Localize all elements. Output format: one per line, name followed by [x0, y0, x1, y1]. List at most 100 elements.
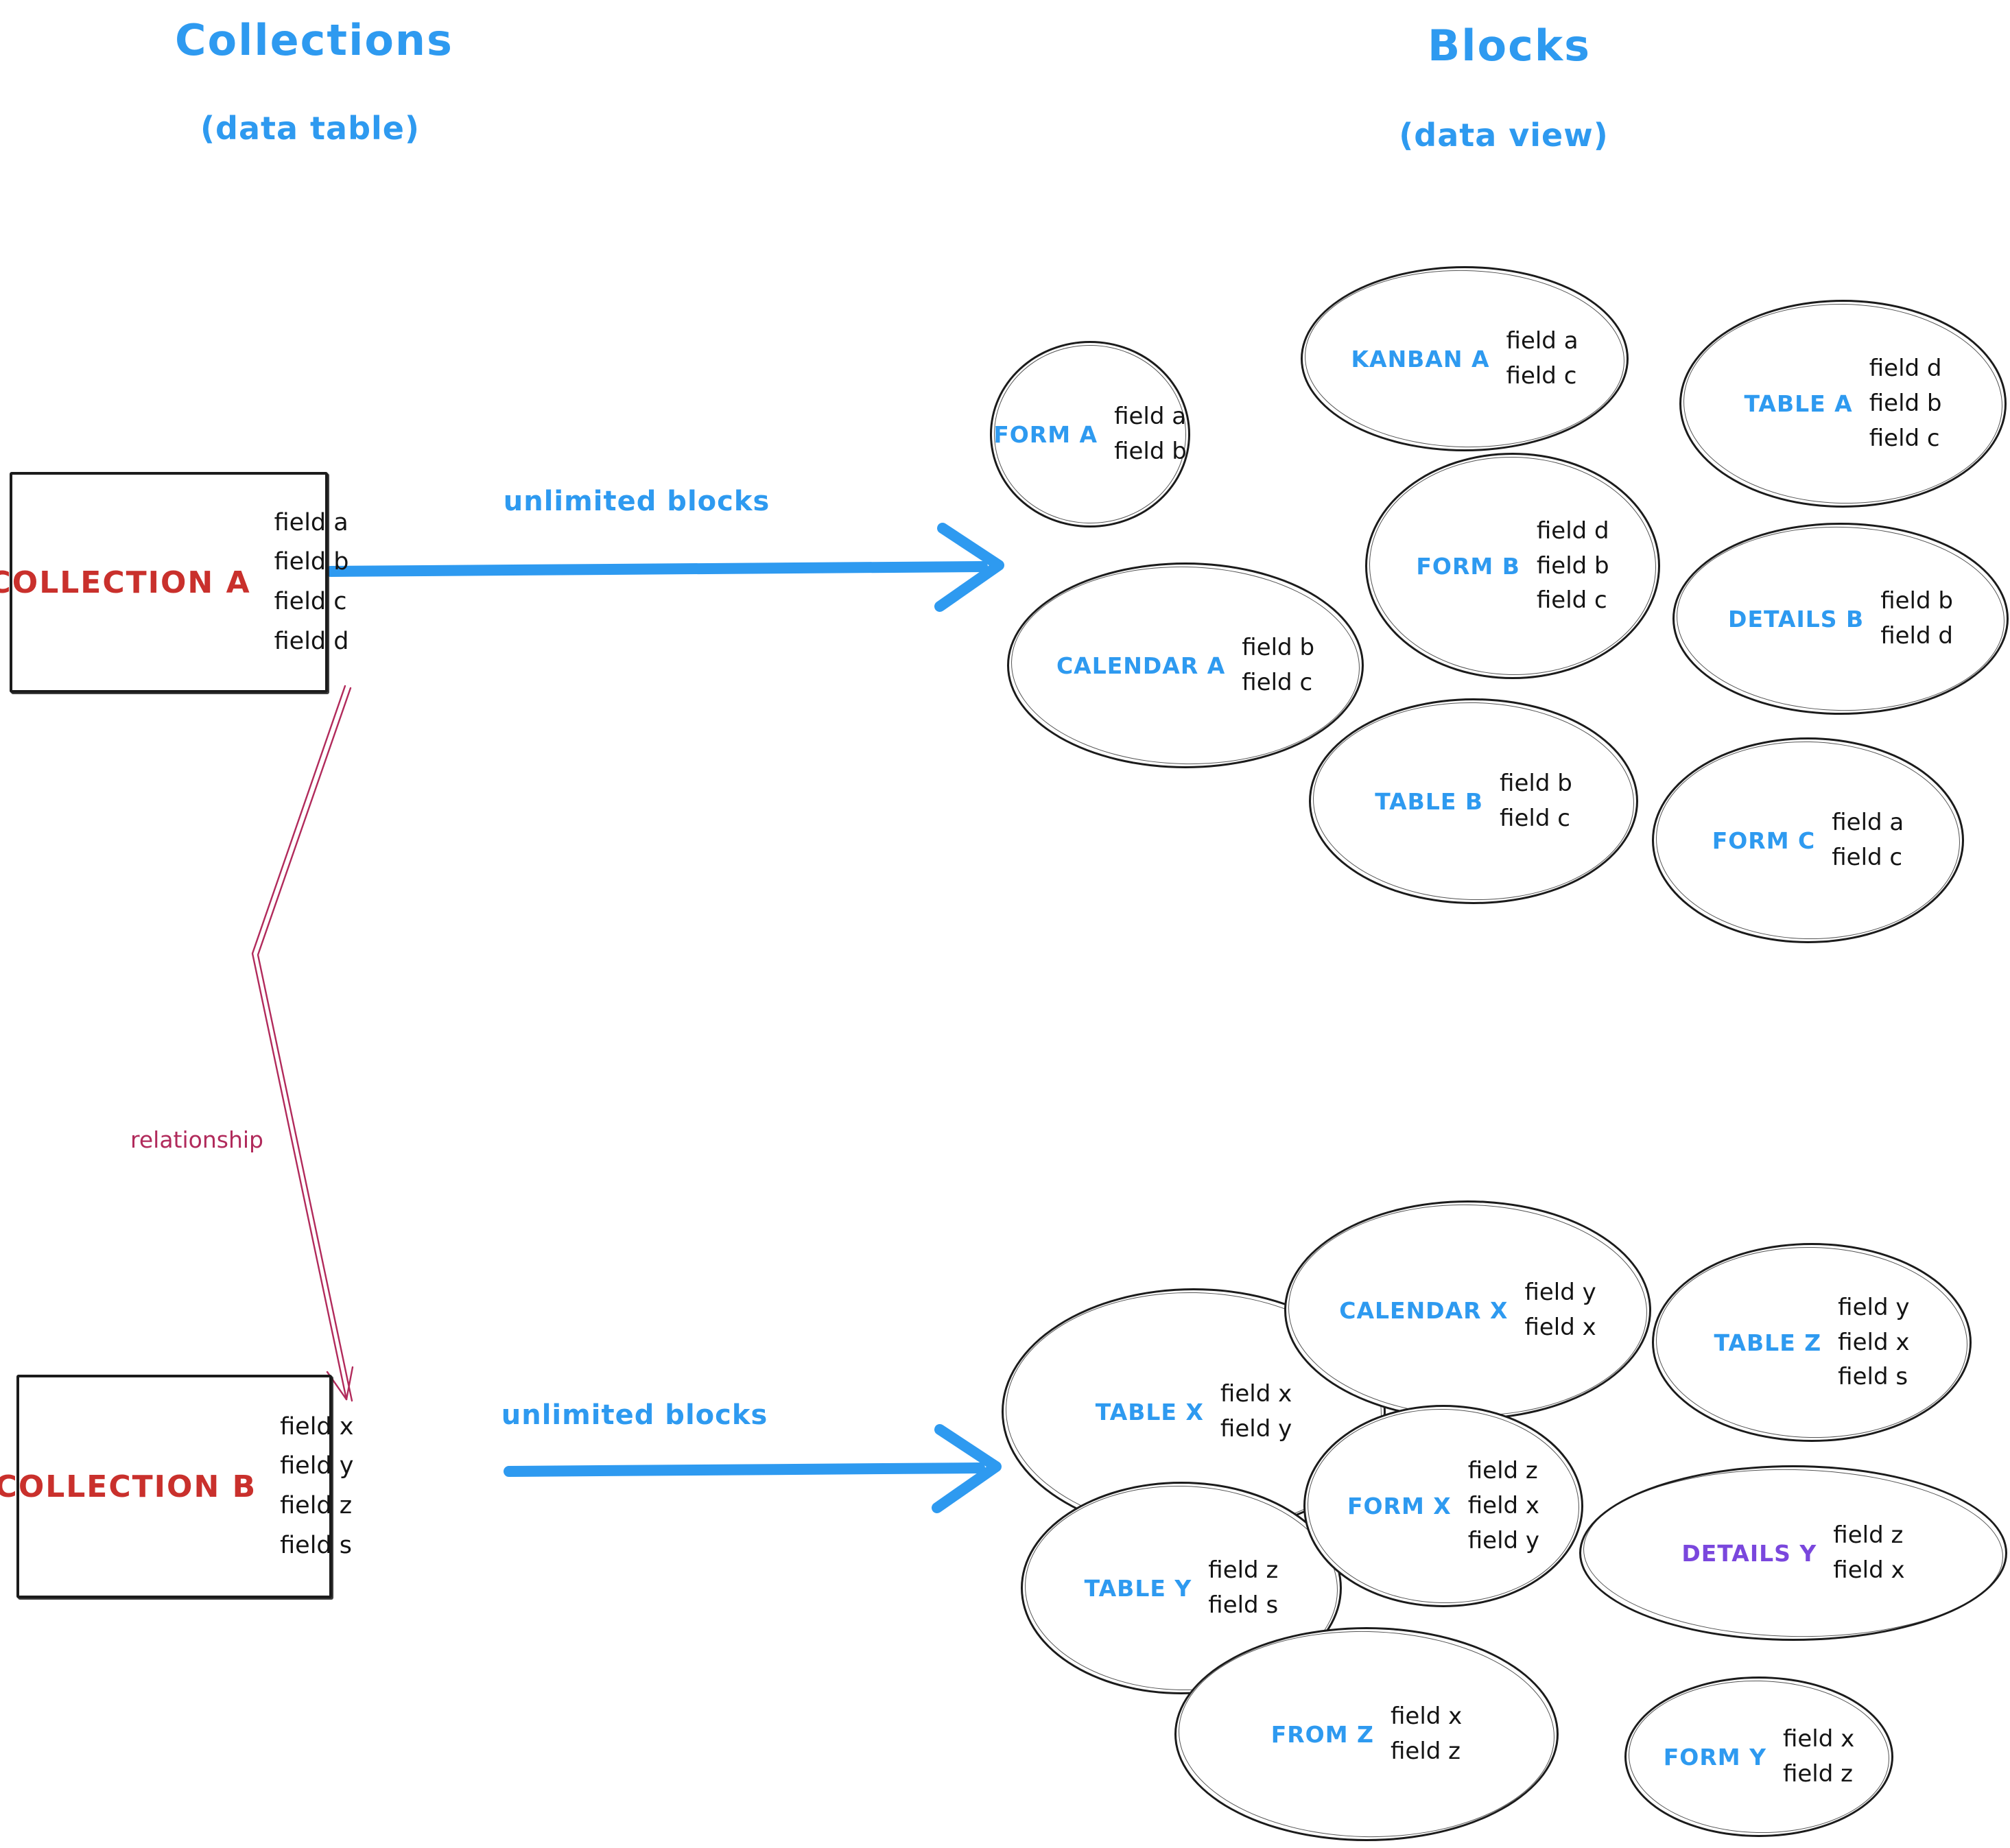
field-item: field a	[274, 508, 348, 536]
field-item: field z	[1782, 1760, 1853, 1788]
field-item: field y	[1524, 1279, 1596, 1307]
block-details-y: DETAILS Y field z field x	[1579, 1465, 2007, 1641]
unlimited-blocks-label-a: unlimited blocks	[503, 486, 770, 517]
block-label: KANBAN A	[1351, 345, 1490, 372]
field-item: field x	[1833, 1556, 1905, 1584]
field-item: field y	[1220, 1415, 1292, 1443]
block-fields: field a field c	[1506, 327, 1579, 390]
field-item: field b	[274, 548, 349, 576]
block-fields: field y field x field s	[1838, 1294, 1909, 1391]
field-item: field s	[1208, 1591, 1279, 1619]
block-label: FROM Z	[1270, 1720, 1374, 1748]
field-item: field c	[1506, 362, 1577, 390]
unlimited-blocks-arrow-a	[325, 523, 1004, 612]
block-fields: field x field z	[1783, 1725, 1854, 1788]
relationship-label: relationship	[130, 1126, 263, 1153]
field-item: field x	[1782, 1725, 1855, 1753]
block-label: TABLE B	[1375, 787, 1484, 815]
block-fields: field b field c	[1242, 634, 1314, 697]
block-fields: field y field x	[1524, 1279, 1596, 1342]
block-kanban-a: KANBAN A field a field c	[1301, 266, 1629, 451]
blocks-subtitle: (data view)	[1399, 117, 1609, 154]
collection-a-title: COLLECTION A	[0, 565, 251, 600]
block-table-z: TABLE Z field y field x field s	[1652, 1243, 1972, 1442]
block-form-b: FORM B field d field b field c	[1365, 453, 1660, 679]
block-label: TABLE Z	[1714, 1329, 1822, 1356]
unlimited-blocks-label-b: unlimited blocks	[501, 1399, 768, 1431]
field-item: field z	[1833, 1521, 1904, 1550]
field-item: field s	[1838, 1363, 1908, 1391]
block-fields: field b field c	[1500, 770, 1572, 833]
field-item: field x	[1467, 1492, 1540, 1520]
field-item: field c	[274, 588, 347, 615]
block-fields: field x field y	[1220, 1380, 1292, 1443]
block-label: TABLE Y	[1084, 1574, 1192, 1602]
block-calendar-a: CALENDAR A field b field c	[1007, 562, 1364, 768]
block-label: FORM B	[1416, 552, 1520, 580]
block-form-x: FORM X field z field x field y	[1303, 1405, 1583, 1607]
block-calendar-x: CALENDAR X field y field x	[1284, 1200, 1651, 1420]
block-label: FORM C	[1712, 827, 1816, 854]
field-item: field x	[1220, 1380, 1292, 1408]
block-fields: field d field b field c	[1869, 355, 1942, 452]
block-label: DETAILS B	[1728, 605, 1865, 632]
field-item: field d	[274, 627, 349, 655]
block-table-b: TABLE B field b field c	[1309, 698, 1638, 904]
collections-title: Collections	[175, 15, 453, 65]
field-item: field x	[280, 1412, 354, 1441]
collection-b-box: COLLECTION B field x field y field z fie…	[0, 1375, 353, 1598]
blocks-title: Blocks	[1428, 21, 1591, 71]
block-details-b: DETAILS B field b field d	[1672, 523, 2009, 715]
field-item: field z	[280, 1492, 353, 1519]
block-fields: field a field b	[1114, 403, 1187, 466]
field-item: field y	[1467, 1526, 1540, 1554]
collection-b-title: COLLECTION B	[0, 1469, 257, 1504]
field-item: field d	[1880, 622, 1953, 650]
field-item: field z	[1208, 1556, 1279, 1585]
block-fields: field z field x	[1833, 1521, 1904, 1585]
collections-subtitle: (data table)	[200, 110, 420, 147]
block-label: TABLE A	[1744, 390, 1853, 417]
block-label: DETAILS Y	[1681, 1539, 1817, 1567]
block-form-c: FORM C field a field c	[1652, 737, 1964, 943]
block-label: CALENDAR X	[1339, 1296, 1509, 1324]
block-fields: field d field b field c	[1537, 517, 1609, 615]
block-form-a: FORM A field a field b	[990, 341, 1190, 528]
field-item: field b	[1114, 438, 1187, 465]
field-item: field c	[1832, 844, 1903, 871]
field-item: field b	[1242, 634, 1315, 662]
block-label: CALENDAR A	[1056, 652, 1226, 679]
field-item: field a	[1114, 403, 1187, 431]
field-item: field d	[1869, 355, 1942, 383]
field-item: field y	[1838, 1293, 1910, 1321]
field-item: field s	[280, 1531, 353, 1559]
collection-a-fields: field a field b field c field d	[274, 508, 349, 657]
field-item: field b	[1880, 587, 1953, 615]
field-item: field c	[1536, 587, 1607, 615]
field-item: field b	[1869, 390, 1942, 418]
collection-b-fields: field x field y field z field s	[280, 1412, 353, 1561]
block-fields: field z field s	[1208, 1556, 1278, 1620]
field-item: field c	[1869, 424, 1940, 452]
field-item: field c	[1242, 669, 1313, 696]
block-table-a: TABLE A field d field b field c	[1679, 300, 2007, 508]
block-from-z: FROM Z field x field z	[1174, 1627, 1559, 1841]
block-fields: field a field c	[1832, 809, 1904, 872]
field-item: field z	[1467, 1457, 1538, 1485]
block-label: FORM X	[1347, 1493, 1452, 1519]
field-item: field y	[280, 1452, 354, 1480]
block-form-y: FORM Y field x field z	[1624, 1677, 1893, 1837]
block-label: TABLE X	[1095, 1398, 1204, 1425]
field-item: field x	[1838, 1328, 1910, 1356]
collection-a-box: COLLECTION A field a field b field c fie…	[0, 472, 349, 693]
field-item: field b	[1536, 552, 1609, 580]
field-item: field a	[1506, 327, 1579, 355]
field-item: field x	[1524, 1314, 1596, 1341]
relationship-arrow	[251, 685, 354, 1402]
field-item: field b	[1500, 770, 1572, 798]
block-label: FORM A	[993, 420, 1098, 448]
block-fields: field z field x field y	[1468, 1457, 1539, 1554]
unlimited-blocks-arrow-b	[504, 1424, 1002, 1513]
field-item: field z	[1390, 1738, 1461, 1765]
block-label: FORM Y	[1663, 1743, 1766, 1770]
